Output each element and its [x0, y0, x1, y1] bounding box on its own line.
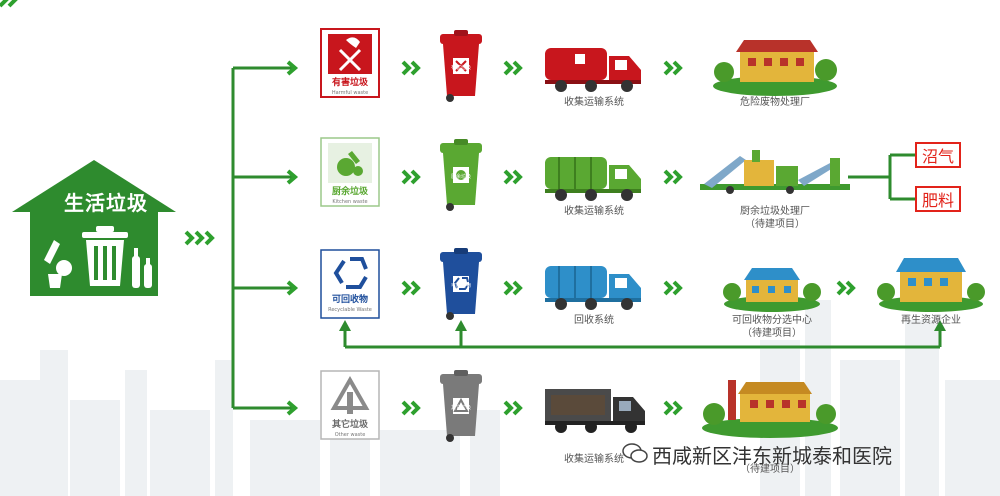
recycling-enterprise-label: 再生资源企业: [901, 315, 961, 326]
harmful-sign-label: 有害垃圾: [331, 78, 368, 88]
harmful-bin-tag: 有害垃圾: [450, 65, 471, 71]
recyclable-truck-icon: [545, 266, 641, 310]
harmful-sign-sub: Harmful waste: [331, 90, 369, 96]
recyclable-sign: [320, 249, 380, 319]
house-icon: [12, 160, 176, 296]
other-facility-icon: [702, 380, 838, 438]
harmful-truck-icon: [545, 48, 641, 92]
kitchen-facility-icon: [700, 150, 850, 194]
harmful-sign: [320, 28, 380, 98]
kitchen-bin-tag: 厨余垃圾: [450, 174, 471, 180]
harmful-bin-icon: [440, 30, 482, 102]
kitchen-sign: [320, 137, 380, 207]
source-title: 生活垃圾: [64, 191, 148, 215]
kitchen-transport-label: 收集运输系统: [564, 206, 624, 217]
other-facility-sub: （待建项目）: [740, 464, 800, 475]
recyclable-transport-label: 回收系统: [574, 315, 614, 326]
sorting-center-icon: [723, 268, 821, 312]
other-sign-label: 其它垃圾: [331, 420, 368, 430]
other-bin-icon: [440, 370, 482, 442]
other-sign: [320, 370, 380, 440]
other-transport-label: 收集运输系统: [564, 454, 624, 465]
sorting-center-sub: （待建项目）: [742, 328, 802, 339]
kitchen-sign-sub: Kitchen waste: [332, 199, 368, 205]
recycling-enterprise-icon: [877, 258, 985, 312]
wechat-icon: [622, 443, 648, 463]
kitchen-sign-label: 厨余垃圾: [331, 187, 368, 197]
recyclable-bin-icon: [440, 248, 482, 320]
harmful-transport-label: 收集运输系统: [564, 97, 624, 108]
output-fertilizer: 肥料: [915, 186, 961, 212]
kitchen-truck-icon: [545, 157, 641, 201]
recyclable-bin-tag: 可回收物: [450, 283, 471, 289]
harmful-facility-label: 危险废物处理厂: [740, 97, 810, 108]
sorting-center-label: 可回收物分选中心: [732, 315, 812, 326]
output-biogas: 沼气: [915, 142, 961, 168]
harmful-facility-icon: [713, 40, 837, 96]
other-truck-icon: [545, 389, 645, 433]
recyclable-sign-label: 可回收物: [331, 295, 368, 305]
watermark-text: 西咸新区沣东新城泰和医院: [652, 444, 892, 468]
other-sign-sub: Other waste: [334, 432, 366, 438]
kitchen-icon: [337, 151, 363, 176]
harmful-icon: [338, 48, 362, 72]
kitchen-facility-label: 厨余垃圾处理厂: [740, 206, 810, 217]
recycle-icon: [333, 257, 368, 289]
kitchen-facility-sub: （待建项目）: [745, 219, 805, 230]
other-bin-tag: 其它垃圾: [450, 405, 471, 411]
kitchen-bin-icon: [440, 139, 482, 211]
recyclable-sign-sub: Recyclable Waste: [328, 307, 372, 313]
